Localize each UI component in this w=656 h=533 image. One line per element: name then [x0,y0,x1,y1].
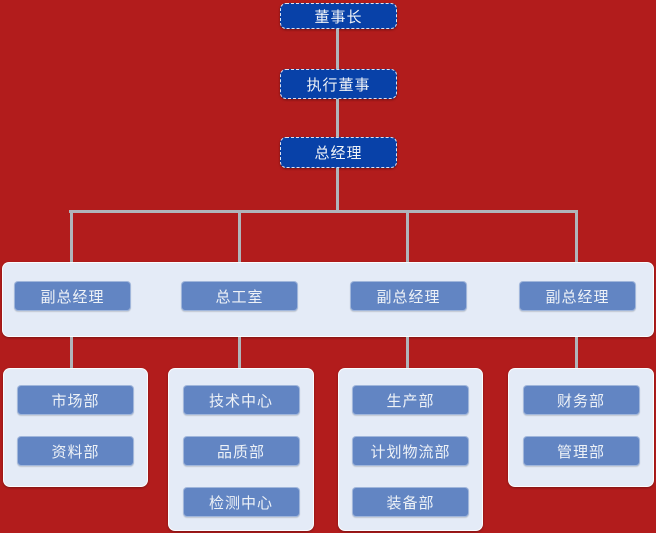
node-production-dept[interactable]: 生产部 [352,385,469,415]
department-column-1: 市场部 资料部 [3,368,148,487]
node-equipment-dept[interactable]: 装备部 [352,487,469,517]
node-marketing-dept[interactable]: 市场部 [17,385,134,415]
node-deputy-gm-2[interactable]: 副总经理 [350,281,467,311]
connector-executive-gm [336,99,339,137]
department-column-2: 技术中心 品质部 检测中心 [168,368,314,531]
node-deputy-gm-1[interactable]: 副总经理 [14,281,131,311]
connector-chairman-executive [336,29,339,69]
connector-band-col-2 [238,337,241,368]
connector-rail [69,210,578,213]
node-deputy-gm-3[interactable]: 副总经理 [519,281,636,311]
node-quality-dept[interactable]: 品质部 [182,436,300,466]
connector-rail-drop-4 [575,212,578,262]
node-executive-director[interactable]: 执行董事 [280,69,397,99]
management-panel: 副总经理 总工室 副总经理 副总经理 [2,262,654,337]
connector-rail-drop-1 [70,212,73,262]
connector-band-col-3 [406,337,409,368]
node-testing-center[interactable]: 检测中心 [182,487,300,517]
connector-rail-drop-3 [406,212,409,262]
node-chief-engineer-office[interactable]: 总工室 [181,281,298,311]
node-planning-logistics-dept[interactable]: 计划物流部 [352,436,469,466]
connector-gm-rail [336,168,339,211]
connector-rail-drop-2 [238,212,241,262]
node-administration-dept[interactable]: 管理部 [522,436,640,466]
connector-band-col-4 [575,337,578,368]
node-chairman[interactable]: 董事长 [280,3,397,29]
node-finance-dept[interactable]: 财务部 [522,385,640,415]
node-technology-center[interactable]: 技术中心 [182,385,300,415]
department-column-3: 生产部 计划物流部 装备部 [338,368,483,531]
node-general-manager[interactable]: 总经理 [280,137,397,168]
department-column-4: 财务部 管理部 [508,368,654,487]
connector-band-col-1 [70,337,73,368]
node-documentation-dept[interactable]: 资料部 [17,436,134,466]
